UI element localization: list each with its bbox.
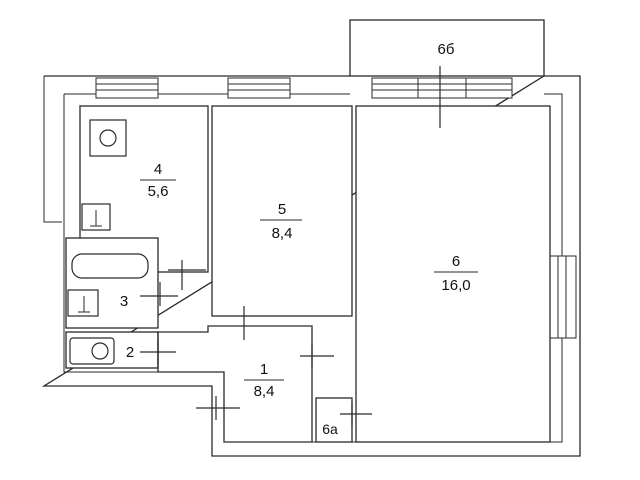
washbasin-icon	[67, 289, 99, 317]
room-6a-label: 6а	[322, 421, 338, 437]
bathtub-icon	[71, 253, 149, 279]
window-room6	[371, 77, 513, 99]
room-4-number: 4	[154, 161, 162, 178]
room-5	[211, 105, 353, 317]
window-room4	[95, 77, 159, 99]
room-3-number: 3	[120, 293, 128, 310]
door-marks	[140, 66, 441, 426]
room-1-number: 1	[260, 361, 268, 378]
room-6-number: 6	[452, 253, 460, 270]
room-5-area: 8,4	[272, 225, 293, 242]
window-room6-side	[549, 255, 577, 339]
room-1	[157, 325, 313, 443]
room-2-number: 2	[126, 344, 134, 361]
room-4-area: 5,6	[148, 183, 169, 200]
room-2	[65, 331, 159, 369]
room-5-number: 5	[278, 201, 286, 218]
room-6b-label: 6б	[438, 41, 455, 58]
window-room5	[227, 77, 291, 99]
room-3	[65, 237, 159, 329]
room-1-area: 8,4	[254, 383, 275, 400]
room-6	[355, 105, 551, 443]
balcony	[349, 19, 545, 77]
room-6-area: 16,0	[441, 277, 470, 294]
